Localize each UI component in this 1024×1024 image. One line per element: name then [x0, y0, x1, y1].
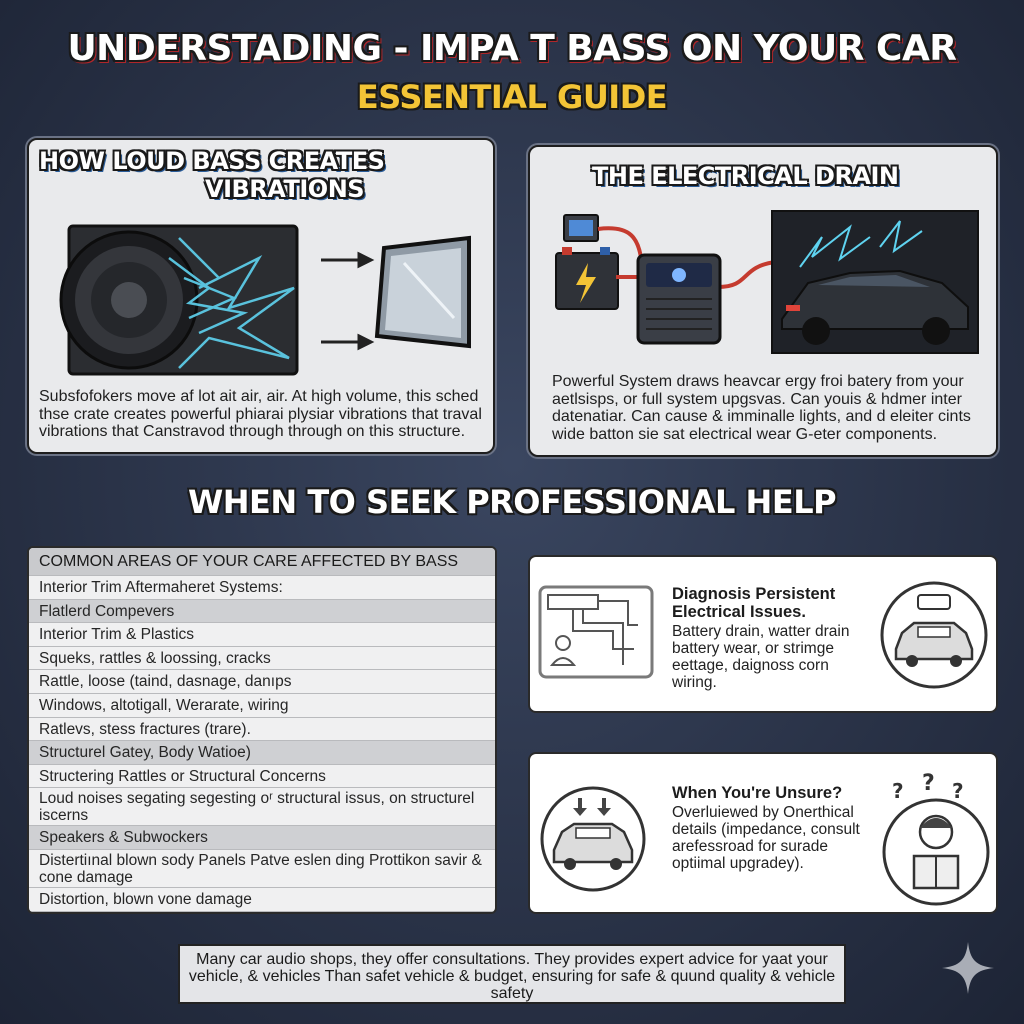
sound-wave-icon: [168, 237, 295, 369]
table-row: Distortion, blown vone damage: [29, 888, 495, 912]
table-row: Distertiınal blown sody Panels Patve esl…: [29, 850, 495, 888]
table-row: Speakers & Subwockers: [29, 826, 495, 850]
section-title: WHEN TO SEEK PROFESSIONAL HELP: [187, 483, 837, 521]
affected-areas-table: COMMON AREAS OF YOUR CARE AFFECTED BY BA…: [27, 546, 497, 914]
diagnosis-text: Battery drain, watter drain battery wear…: [672, 623, 850, 692]
electrical-panel: THE ELECTRICAL DRAIN: [528, 145, 998, 457]
unsure-text: Overluiewed by Onerthical details (imped…: [672, 804, 860, 873]
vibrations-text: Subsfofokers move af lot ait air, air. A…: [39, 388, 482, 441]
sparkle-icon: [942, 942, 994, 994]
table-row: Structering Rattles or Structural Concer…: [29, 765, 495, 789]
vibrations-heading: HOW LOUD BASS CREATES VIBRATIONS: [39, 147, 385, 203]
car-window-icon: [374, 235, 471, 349]
electrical-heading: THE ELECTRICAL DRAIN: [592, 162, 899, 190]
table-row: Interior Trim & Plastics: [29, 623, 495, 647]
table-row: Ratlevs, stess fractures (trare).: [29, 718, 495, 742]
arrow-down-icon: [573, 798, 611, 816]
table-row: Flatlerd Compevers: [29, 599, 495, 624]
arrow-right-icon: [321, 251, 375, 351]
battery-icon: [555, 247, 619, 310]
table-row: Rattle, loose (taind, dasnage, danıps: [29, 670, 495, 694]
diagnosis-title: Diagnosis Persistent Electrical Issues.: [672, 585, 836, 622]
table-row: Windows, altotigall, Werarate, wiring: [29, 694, 495, 718]
vibrations-panel: HOW LOUD BASS CREATES VIBRATIONS Subsfof…: [27, 138, 495, 454]
electrical-text-lead: Powerful System: [552, 373, 673, 390]
car-front-icon: [540, 786, 646, 892]
footer-note: Many car audio shops, they offer consult…: [178, 944, 846, 1004]
car-icon: [880, 581, 988, 689]
unsure-title: When You're Unsure?: [672, 784, 843, 802]
diagnosis-card: Diagnosis Persistent Electrical Issues. …: [528, 555, 998, 713]
electrical-text-body: draws heavcar ergy froi batery from your…: [552, 373, 971, 443]
table-row: Interior Trim Aftermaheret Systems:: [29, 576, 495, 600]
table-row: Loud noises segating segesting oʳ struct…: [29, 788, 495, 827]
vibrations-heading-line1: HOW LOUD BASS CREATES: [39, 147, 385, 175]
table-header: COMMON AREAS OF YOUR CARE AFFECTED BY BA…: [29, 548, 495, 576]
page-subtitle: ESSENTIAL GUIDE: [356, 78, 668, 116]
table-body: Interior Trim Aftermaheret Systems:Flatl…: [29, 576, 495, 912]
amplifier-icon: [636, 253, 722, 345]
vibrations-heading-line2: VIBRATIONS: [205, 174, 365, 203]
head-unit-icon: [563, 214, 599, 242]
question-mark-icon: ? ? ?: [882, 771, 990, 906]
speaker-icon: [59, 230, 199, 370]
unsure-card: When You're Unsure? Overluiewed by Onert…: [528, 752, 998, 914]
electrical-text: Powerful System draws heavcar ergy froi …: [552, 373, 992, 443]
table-row: Squeks, rattles & loossing, cracks: [29, 647, 495, 671]
svg-text:?: ?: [952, 779, 964, 803]
page-title: UNDERSTADING - IMPA T BASS ON YOUR CAR: [67, 28, 957, 69]
subwoofer-illustration: [59, 224, 471, 376]
car-scene-icon: [771, 210, 979, 354]
svg-text:?: ?: [922, 771, 935, 796]
electrical-illustration: [555, 210, 979, 354]
circuit-diagram-icon: [538, 585, 654, 679]
svg-text:?: ?: [892, 779, 904, 803]
table-row: Structurel Gatey, Body Watioe): [29, 741, 495, 765]
